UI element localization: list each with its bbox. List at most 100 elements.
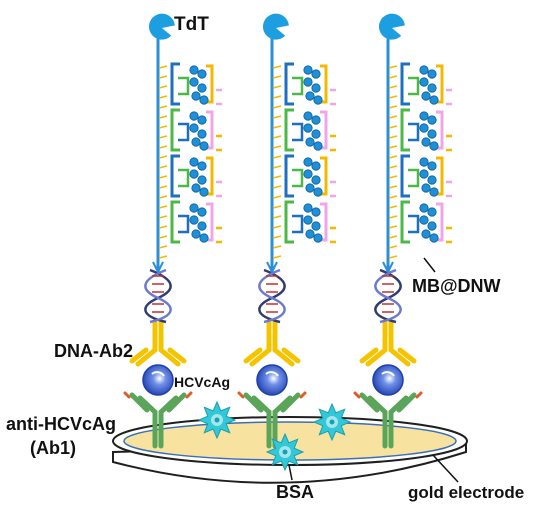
- methylene-blue-icon: [419, 169, 429, 179]
- methylene-blue-icon: [305, 229, 315, 239]
- ab2-antibody-icon: [359, 319, 417, 367]
- tdt-dna-strand: [152, 28, 168, 275]
- mb-dnw-nanowire: [284, 62, 336, 244]
- methylene-blue-icon: [197, 115, 207, 125]
- methylene-blue-icon: [197, 83, 207, 93]
- tdt-enzyme-icon: [262, 13, 289, 40]
- label-bsa: BSA: [276, 482, 314, 502]
- methylene-blue-icon: [427, 161, 437, 171]
- methylene-blue-icon: [311, 115, 321, 125]
- dnw-unit: [170, 108, 222, 152]
- methylene-blue-icon: [311, 207, 321, 217]
- hcvcag-antigen-icon: [372, 364, 404, 396]
- label-dna-ab2: DNA-Ab2: [54, 341, 133, 361]
- dnw-unit: [170, 62, 222, 106]
- mb-dnw-nanowire: [170, 62, 222, 244]
- methylene-blue-icon: [189, 203, 199, 213]
- hcvcag-antigen-icon: [142, 364, 174, 396]
- methylene-blue-icon: [429, 95, 439, 105]
- methylene-blue-icon: [305, 137, 315, 147]
- methylene-blue-icon: [197, 129, 207, 139]
- tdt-dna-strand: [382, 28, 398, 275]
- methylene-blue-icon: [305, 91, 315, 101]
- methylene-blue-icon: [189, 157, 199, 167]
- methylene-blue-icon: [427, 115, 437, 125]
- methylene-blue-icon: [199, 187, 209, 197]
- bsa-protein-icon: [312, 402, 352, 442]
- tdt-dna-strand: [266, 28, 282, 275]
- methylene-blue-icon: [419, 65, 429, 75]
- tdt-enzyme-icon: [148, 13, 175, 40]
- hcvcag-antigen-icon: [256, 364, 288, 396]
- methylene-blue-icon: [189, 215, 199, 225]
- methylene-blue-icon: [419, 111, 429, 121]
- dnw-unit: [284, 108, 336, 152]
- methylene-blue-icon: [311, 83, 321, 93]
- methylene-blue-icon: [429, 187, 439, 197]
- ab2-antibody-icon: [129, 319, 187, 367]
- methylene-blue-icon: [191, 183, 201, 193]
- methylene-blue-icon: [189, 169, 199, 179]
- gold-electrode-leader-line: [432, 454, 459, 483]
- methylene-blue-icon: [313, 187, 323, 197]
- methylene-blue-icon: [197, 161, 207, 171]
- methylene-blue-icon: [313, 233, 323, 243]
- methylene-blue-icon: [189, 65, 199, 75]
- dnw-unit: [284, 200, 336, 244]
- methylene-blue-icon: [421, 229, 431, 239]
- methylene-blue-icon: [427, 175, 437, 185]
- mb-dnw-leader-line: [423, 257, 436, 273]
- methylene-blue-icon: [419, 123, 429, 133]
- methylene-blue-icon: [311, 221, 321, 231]
- methylene-blue-icon: [303, 77, 313, 87]
- methylene-blue-icon: [427, 69, 437, 79]
- methylene-blue-icon: [419, 157, 429, 167]
- methylene-blue-icon: [303, 65, 313, 75]
- label-hcvcag: HCVcAg: [174, 374, 230, 390]
- methylene-blue-icon: [189, 77, 199, 87]
- methylene-blue-icon: [421, 91, 431, 101]
- methylene-blue-icon: [311, 129, 321, 139]
- methylene-blue-icon: [427, 221, 437, 231]
- methylene-blue-icon: [191, 229, 201, 239]
- methylene-blue-icon: [191, 137, 201, 147]
- methylene-blue-icon: [197, 69, 207, 79]
- label-mb-dnw: MB@DNW: [412, 276, 501, 296]
- methylene-blue-icon: [305, 183, 315, 193]
- label-tdt: TdT: [174, 14, 209, 35]
- dnw-unit: [284, 154, 336, 198]
- methylene-blue-icon: [199, 95, 209, 105]
- aptasensor-stack-3: [353, 13, 452, 449]
- methylene-blue-icon: [311, 69, 321, 79]
- methylene-blue-icon: [303, 123, 313, 133]
- bsa-protein-icon: [197, 400, 237, 440]
- methylene-blue-icon: [427, 207, 437, 217]
- dnw-unit: [400, 108, 452, 152]
- methylene-blue-icon: [421, 137, 431, 147]
- methylene-blue-icon: [199, 141, 209, 151]
- tdt-enzyme-icon: [378, 13, 405, 40]
- methylene-blue-icon: [303, 169, 313, 179]
- methylene-blue-icon: [427, 83, 437, 93]
- methylene-blue-icon: [311, 175, 321, 185]
- methylene-blue-icon: [313, 141, 323, 151]
- dnw-unit: [170, 154, 222, 198]
- dnw-unit: [400, 200, 452, 244]
- methylene-blue-icon: [313, 95, 323, 105]
- dnw-unit: [400, 154, 452, 198]
- dna-helix-icon: [374, 268, 402, 324]
- methylene-blue-icon: [197, 207, 207, 217]
- methylene-blue-icon: [419, 77, 429, 87]
- ab2-antibody-icon: [243, 319, 301, 367]
- ab1-antibody-icon: [123, 391, 193, 449]
- methylene-blue-icon: [197, 221, 207, 231]
- ab1-antibody-icon: [353, 391, 423, 449]
- dna-helix-icon: [144, 268, 172, 324]
- methylene-blue-icon: [429, 233, 439, 243]
- methylene-blue-icon: [419, 203, 429, 213]
- methylene-blue-icon: [191, 91, 201, 101]
- methylene-blue-icon: [303, 111, 313, 121]
- dnw-unit: [170, 200, 222, 244]
